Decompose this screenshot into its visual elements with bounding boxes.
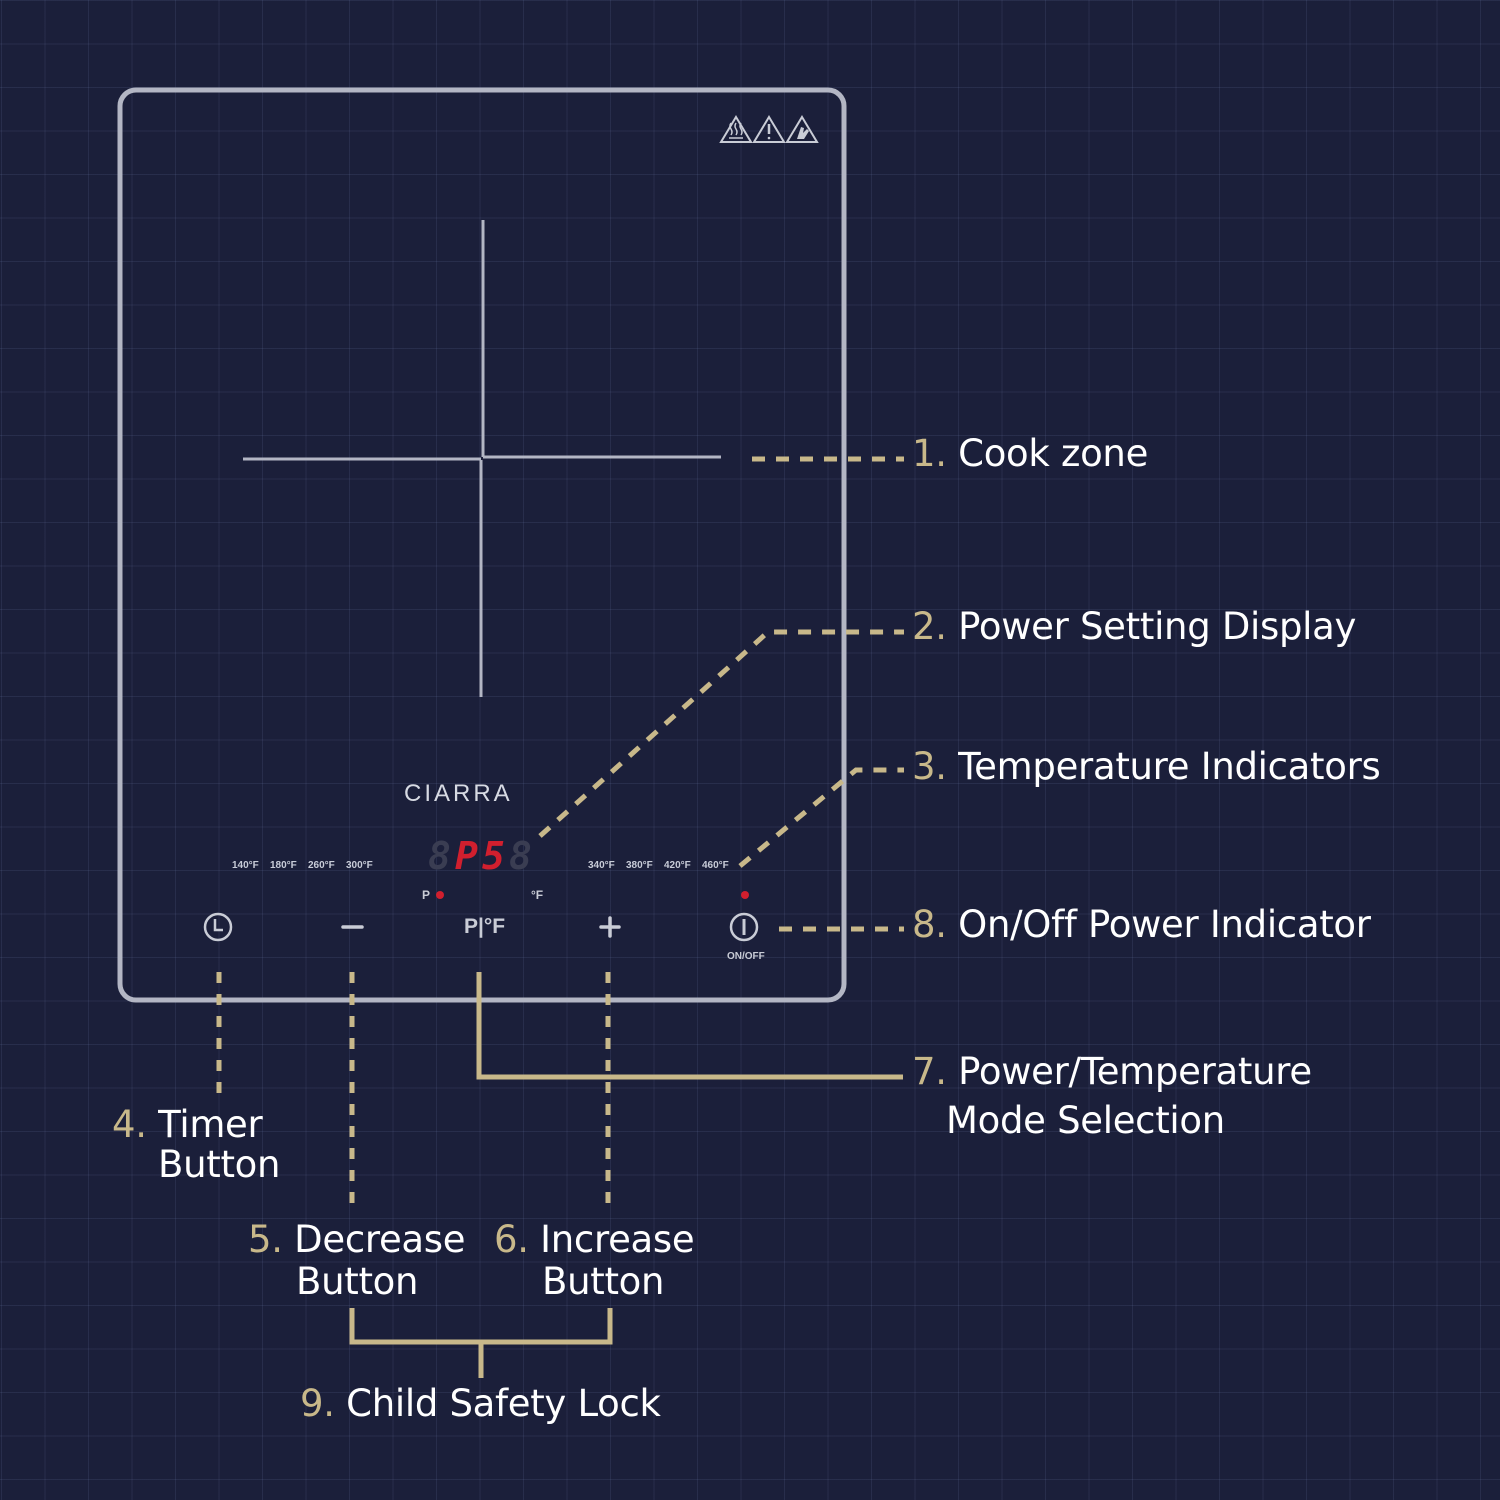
callout-7-label-line2: Mode Selection xyxy=(946,1099,1225,1142)
callout-number: 5. xyxy=(248,1218,283,1261)
power-mode-indicator-dot xyxy=(436,891,444,899)
clock-icon xyxy=(203,912,233,942)
callout-7-leader xyxy=(476,972,903,1080)
callout-text: Temperature Indicators xyxy=(958,745,1381,788)
callout-1-label: 1. Cook zone xyxy=(912,432,1149,475)
temp-indicator: 380°F xyxy=(626,860,653,871)
callout-number: 1. xyxy=(912,432,947,475)
temp-indicator: 300°F xyxy=(346,860,373,871)
temp-indicator: 260°F xyxy=(308,860,335,871)
display-digit-dim: 8 xyxy=(509,834,532,878)
callout-6-label: 6. Increase xyxy=(494,1218,695,1261)
callout-number: 8. xyxy=(912,903,947,946)
callout-number: 6. xyxy=(494,1218,529,1261)
brand-logo: CIARRA xyxy=(404,780,513,807)
power-mode-label: P xyxy=(422,888,431,902)
callout-3-leader xyxy=(738,767,904,868)
temp-indicator: 140°F xyxy=(232,860,259,871)
callout-text: Decrease xyxy=(294,1218,466,1261)
callout-number: 4. xyxy=(112,1103,147,1146)
hand-burn-warning-icon xyxy=(785,115,819,143)
callout-7-label: 7. Power/Temperature xyxy=(912,1050,1312,1093)
display-digit-5: 5 xyxy=(482,834,505,878)
caution-warning-icon xyxy=(752,115,786,143)
callout-3-label: 3. Temperature Indicators xyxy=(912,745,1381,788)
callout-text: Increase xyxy=(540,1218,695,1261)
callout-5-label: 5. Decrease xyxy=(248,1218,466,1261)
callout-9-label: 9. Child Safety Lock xyxy=(300,1382,661,1425)
callout-6-label-line2: Button xyxy=(542,1260,665,1303)
temp-indicator: 340°F xyxy=(588,860,615,871)
increase-button[interactable] xyxy=(592,909,628,945)
plus-icon xyxy=(599,916,621,938)
callout-text: On/Off Power Indicator xyxy=(958,903,1371,946)
temp-indicator: 420°F xyxy=(664,860,691,871)
callout-number: 7. xyxy=(912,1050,947,1093)
callout-8-label: 8. On/Off Power Indicator xyxy=(912,903,1371,946)
callout-number: 3. xyxy=(912,745,947,788)
on-off-button[interactable] xyxy=(726,909,762,945)
callout-2-leader xyxy=(538,629,904,838)
callout-5-label-line2: Button xyxy=(296,1260,419,1303)
temp-indicator: 460°F xyxy=(702,860,729,871)
callout-text: Child Safety Lock xyxy=(346,1382,661,1425)
hot-surface-warning-icon xyxy=(719,115,753,143)
power-icon xyxy=(729,912,759,942)
mode-selection-button[interactable]: P|°F xyxy=(464,915,506,938)
callout-9-bracket xyxy=(349,1308,613,1378)
display-digit-p: P xyxy=(455,834,478,878)
callout-number: 9. xyxy=(300,1382,335,1425)
warning-icons xyxy=(719,115,819,143)
callout-text: Power/Temperature xyxy=(958,1050,1312,1093)
callout-text: Timer xyxy=(158,1103,263,1146)
cooktop-outline xyxy=(117,87,847,1003)
callout-4-label-line2: Button xyxy=(158,1143,281,1186)
on-off-indicator-dot xyxy=(741,891,749,899)
temp-indicator: 180°F xyxy=(270,860,297,871)
callout-2-label: 2. Power Setting Display xyxy=(912,605,1357,648)
callout-text: Power Setting Display xyxy=(958,605,1357,648)
cook-zone-cross xyxy=(243,220,721,697)
display-digit-dim: 8 xyxy=(428,834,451,878)
on-off-caption: ON/OFF xyxy=(727,951,765,962)
fahrenheit-mode-label: °F xyxy=(531,888,544,902)
callout-text: Cook zone xyxy=(958,432,1149,475)
callout-4-label: 4. Timer xyxy=(112,1103,263,1146)
timer-button[interactable] xyxy=(200,909,236,945)
callout-number: 2. xyxy=(912,605,947,648)
decrease-button[interactable] xyxy=(334,909,370,945)
